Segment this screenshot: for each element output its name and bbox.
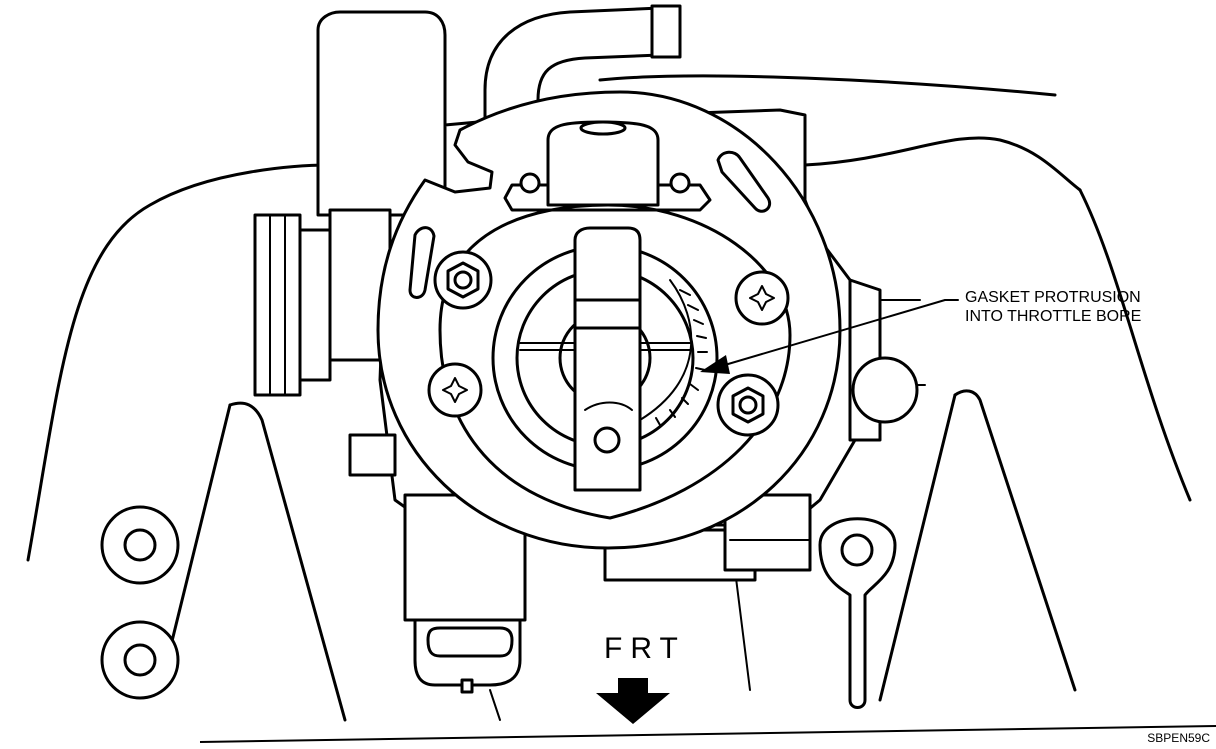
- callout-arrow: [700, 299, 959, 374]
- callout-label-line1: GASKET PROTRUSION: [965, 289, 1141, 306]
- front-direction-label: FRT: [604, 632, 686, 665]
- front-arrow-icon: [596, 678, 670, 724]
- right-bracket: [818, 517, 897, 709]
- intake-manifold: [26, 74, 1192, 722]
- left-mounting-studs: [100, 505, 180, 700]
- callout-label-line2: INTO THROTTLE BORE: [965, 308, 1141, 325]
- figure-baseline: [199, 725, 1216, 743]
- throttle-flange: [376, 90, 842, 550]
- flange-bolts: [427, 250, 790, 437]
- vacuum-hose: [316, 4, 682, 217]
- figure-code: SBPEN59C: [1147, 731, 1210, 744]
